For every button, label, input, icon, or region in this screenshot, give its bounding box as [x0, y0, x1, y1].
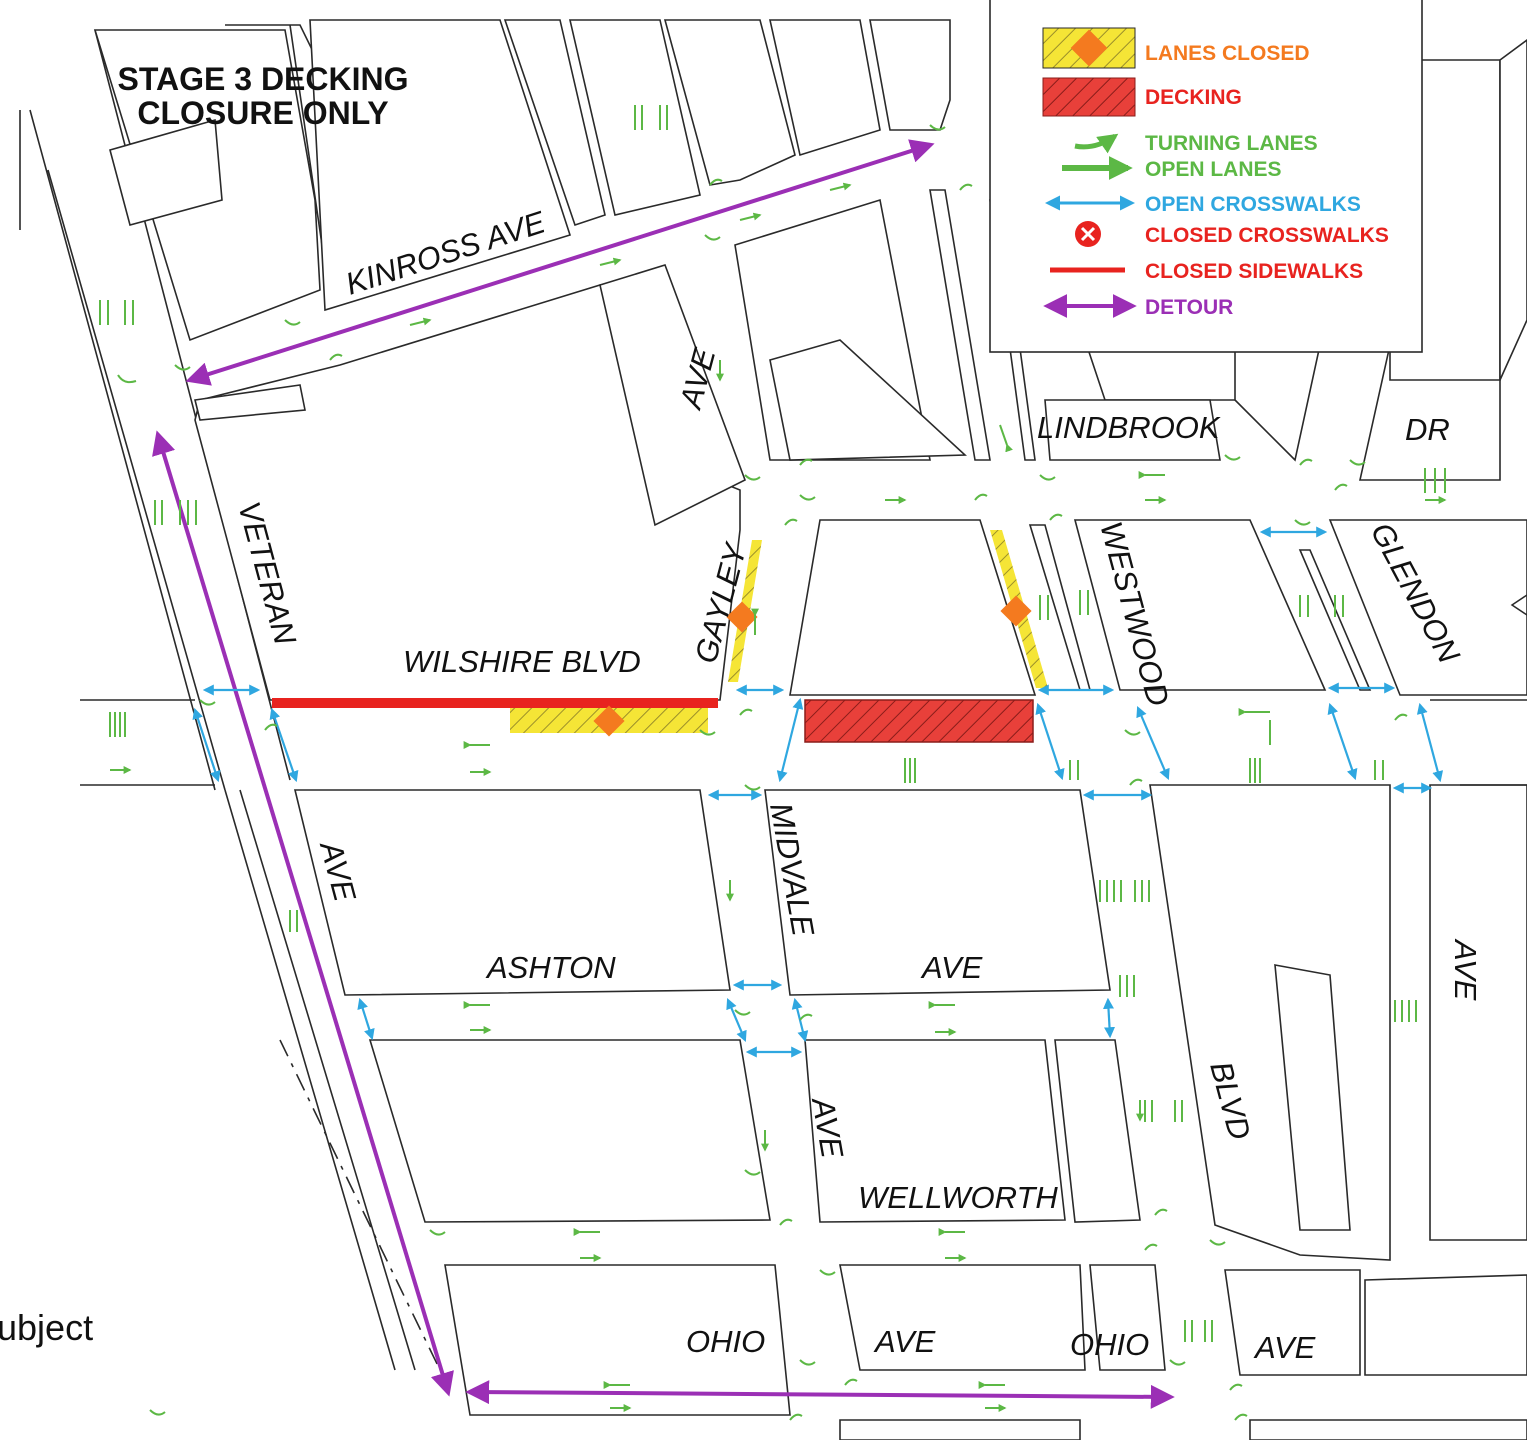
legend-turning-lanes: TURNING LANES [1145, 132, 1318, 155]
legend-detour: DETOUR [1145, 296, 1233, 319]
cut-off-text: ubject [0, 1307, 93, 1348]
lane-arrow-icon [99, 105, 1447, 1412]
street-lindbrook: LINDBROOK [1037, 410, 1221, 445]
street-wilshire: WILSHIRE BLVD [403, 644, 641, 679]
title-line-1: STAGE 3 DECKING [118, 61, 409, 97]
legend-open-lanes: OPEN LANES [1145, 158, 1282, 181]
legend: LANES CLOSED DECKING TURNING LANES OPEN … [989, 0, 1423, 353]
legend-closed-crosswalks: CLOSED CROSSWALKS [1145, 224, 1389, 247]
street-ashton: ASHTON [485, 950, 616, 985]
street-glendon-ave: AVE [1448, 938, 1483, 1001]
detour-route [152, 139, 1175, 1409]
legend-lanes-closed: LANES CLOSED [1145, 42, 1310, 65]
legend-decking: DECKING [1145, 86, 1242, 109]
closed-crosswalk-icon [1075, 221, 1101, 247]
street-ohio-ave-1: AVE [873, 1324, 936, 1359]
legend-open-crosswalks: OPEN CROSSWALKS [1145, 193, 1361, 216]
street-lindbrook-dr: DR [1405, 412, 1450, 447]
street-ohio-ave-2: AVE [1253, 1330, 1316, 1365]
turn-arrow-icon [117, 124, 1408, 1421]
street-ohio-1: OHIO [686, 1324, 765, 1359]
street-wellworth: WELLWORTH [858, 1180, 1058, 1215]
legend-turn-icon [1074, 133, 1119, 154]
street-ohio-2: OHIO [1070, 1327, 1149, 1362]
map-title: STAGE 3 DECKING CLOSURE ONLY [118, 61, 409, 131]
decking-zone [804, 699, 1034, 743]
crosswalk-arrow-icon [192, 197, 1444, 1058]
title-line-2: CLOSURE ONLY [137, 95, 388, 131]
legend-diamond-icon [1070, 29, 1108, 67]
edge-marker [1510, 594, 1527, 616]
legend-closed-sidewalks: CLOSED SIDEWALKS [1145, 260, 1363, 283]
street-ashton-ave: AVE [920, 950, 983, 985]
